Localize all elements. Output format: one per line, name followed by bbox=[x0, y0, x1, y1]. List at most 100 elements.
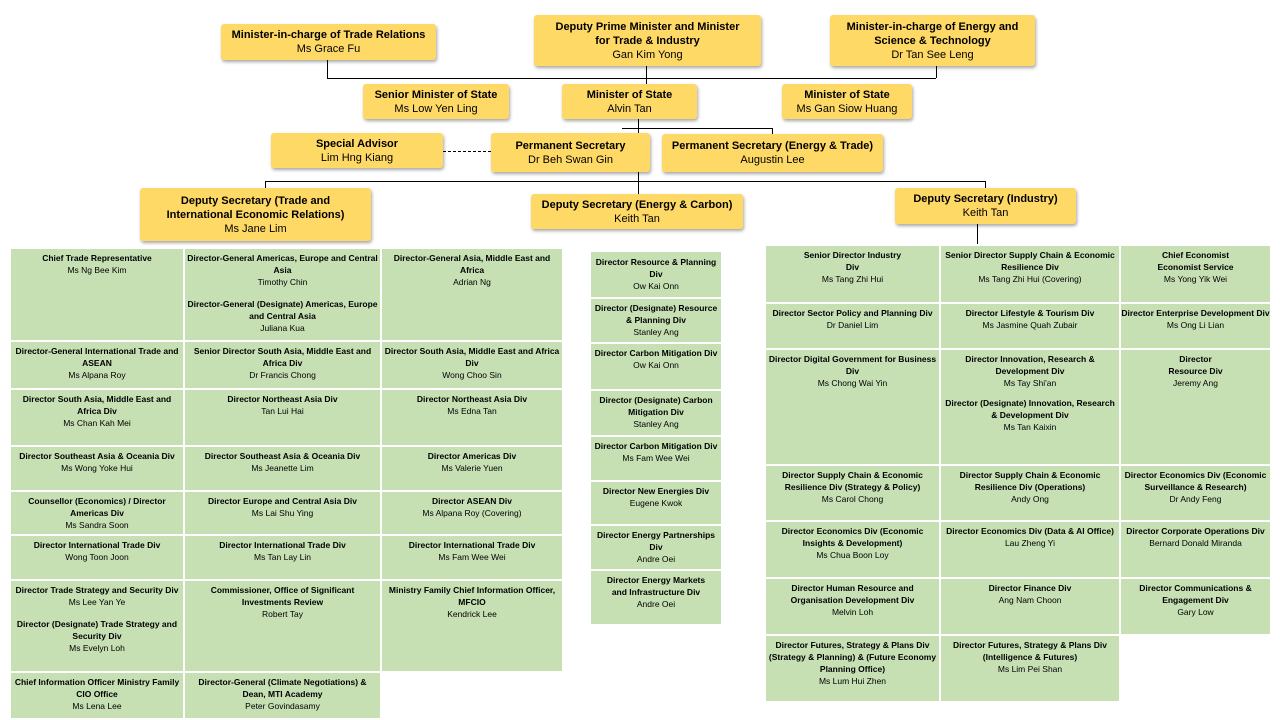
box-name: Dr Tan See Leng bbox=[891, 48, 974, 61]
box-title: Deputy Secretary (Industry) bbox=[913, 193, 1058, 205]
special-advisor-box: Special Advisor Lim Hng Kiang bbox=[271, 133, 443, 168]
org-unit-cell: Director-General International Trade and… bbox=[10, 341, 184, 389]
box-name: Keith Tan bbox=[614, 212, 660, 225]
cell-title: Director New Energies Div bbox=[602, 486, 710, 496]
cell-name: Ms Alpana Roy (Covering) bbox=[422, 508, 522, 518]
cell-title: Director Innovation, Research & Developm… bbox=[965, 354, 1095, 376]
cell-name: Andre Oei bbox=[636, 599, 676, 609]
box-title: Deputy Secretary (Trade and Internationa… bbox=[166, 194, 345, 221]
org-unit-cell: Director Innovation, Research & Developm… bbox=[940, 349, 1120, 465]
cell-name: Ms Tay Shi'an bbox=[1003, 378, 1057, 388]
cell-title: Director ASEAN Div bbox=[432, 496, 512, 506]
org-unit-cell: Director Energy Markets and Infrastructu… bbox=[590, 570, 722, 625]
cell-name: Dr Daniel Lim bbox=[826, 320, 879, 330]
box-title: Deputy Prime Minister and Minister for T… bbox=[555, 20, 740, 47]
cell-title: Ministry Family Chief Information Office… bbox=[388, 585, 556, 607]
cell-title: Director Lifestyle & Tourism Div bbox=[965, 308, 1095, 318]
cell-title: Director Economics Div (Economic Insight… bbox=[781, 526, 924, 548]
box-title: Minister of State bbox=[804, 88, 890, 101]
cell-name: Ms Ong Li Lian bbox=[1166, 320, 1225, 330]
box-name: Lim Hng Kiang bbox=[320, 151, 394, 164]
cell-title: Director Futures, Strategy & Plans Div (… bbox=[768, 640, 937, 674]
org-unit-cell: Director Supply Chain & Economic Resilie… bbox=[765, 465, 940, 521]
cell-title: Director Northeast Asia Div bbox=[227, 394, 338, 404]
box-name: Alvin Tan bbox=[607, 102, 652, 115]
org-unit-cell: Director Economics Div (Economic Surveil… bbox=[1120, 465, 1271, 521]
box-name: Ms Low Yen Ling bbox=[394, 102, 478, 115]
org-unit-cell: Director Southeast Asia & Oceania Div Ms… bbox=[10, 446, 184, 491]
cell-name: Ms Sandra Soon bbox=[65, 520, 129, 530]
cell-name: Stanley Ang bbox=[633, 327, 679, 337]
cell-title: Senior Director South Asia, Middle East … bbox=[193, 346, 372, 368]
cell-name: Ow Kai Onn bbox=[633, 281, 679, 291]
cell-name: Ms Wong Yoke Hui bbox=[61, 463, 133, 473]
cell-name: Gary Low bbox=[1177, 607, 1214, 617]
org-unit-cell: Director Economics Div (Data & AI Office… bbox=[940, 521, 1120, 578]
box-name: Gan Kim Yong bbox=[612, 48, 683, 61]
cell-name: Ms Alpana Roy bbox=[68, 370, 126, 380]
cell-title: Director Economics Div (Economic Surveil… bbox=[1124, 470, 1267, 492]
cell-title: Senior Director Supply Chain & Economic … bbox=[945, 250, 1115, 272]
cell-name: Ms Fam Wee Wei bbox=[438, 552, 506, 562]
connector-line bbox=[327, 78, 936, 79]
cell-title-2: Director-General (Designate) Americas, E… bbox=[187, 299, 378, 321]
org-unit-cell: Chief Economist Economist Service Ms Yon… bbox=[1120, 245, 1271, 303]
connector-line bbox=[265, 181, 266, 189]
box-name: Augustin Lee bbox=[740, 154, 805, 166]
org-unit-cell: Director Trade Strategy and Security Div… bbox=[10, 580, 184, 672]
cell-title-2: Director (Designate) Innovation, Researc… bbox=[945, 398, 1115, 420]
cell-title: Chief Information Officer Ministry Famil… bbox=[14, 677, 180, 699]
org-unit-cell: Director Supply Chain & Economic Resilie… bbox=[940, 465, 1120, 521]
box-title: Minister-in-charge of Energy and Science… bbox=[846, 20, 1019, 47]
cell-name: Ms Yong Yik Wei bbox=[1163, 274, 1228, 284]
cell-name: Ow Kai Onn bbox=[633, 360, 679, 370]
org-unit-cell: Director-General Asia, Middle East and A… bbox=[381, 248, 563, 341]
org-unit-cell: Chief Information Officer Ministry Famil… bbox=[10, 672, 184, 719]
deputy-prime-minister-box: Deputy Prime Minister and Minister for T… bbox=[534, 15, 761, 66]
energy-minister-box: Minister-in-charge of Energy and Science… bbox=[830, 15, 1035, 66]
cell-title: Director South Asia, Middle East and Afr… bbox=[22, 394, 172, 416]
org-unit-cell: Director International Trade Div Ms Fam … bbox=[381, 535, 563, 580]
org-unit-cell: Director-General (Climate Negotiations) … bbox=[184, 672, 381, 719]
cell-name: Ms Lai Shu Ying bbox=[251, 508, 314, 518]
cell-name: Stanley Ang bbox=[633, 419, 679, 429]
cell-name-2: Juliana Kua bbox=[260, 323, 305, 333]
cell-title: Chief Economist Economist Service bbox=[1157, 250, 1234, 272]
cell-name: Ms Tan Lay Lin bbox=[253, 552, 311, 562]
cell-title: Director-General Asia, Middle East and A… bbox=[393, 253, 551, 275]
cell-name: Ms Edna Tan bbox=[447, 406, 497, 416]
org-unit-cell: Director South Asia, Middle East and Afr… bbox=[381, 341, 563, 389]
minister-of-state-box: Minister of State Alvin Tan bbox=[562, 84, 697, 119]
connector-line bbox=[327, 60, 328, 78]
cell-title: Director Human Resource and Organisation… bbox=[790, 583, 915, 605]
cell-title: Director Northeast Asia Div bbox=[416, 394, 528, 404]
org-unit-cell: Senior Director Supply Chain & Economic … bbox=[940, 245, 1120, 303]
org-unit-cell: Director Southeast Asia & Oceania Div Ms… bbox=[184, 446, 381, 491]
connector-line bbox=[646, 65, 647, 85]
cell-title: Director Trade Strategy and Security Div bbox=[15, 585, 179, 595]
org-unit-cell: Director International Trade Div Ms Tan … bbox=[184, 535, 381, 580]
org-unit-cell: Director Futures, Strategy & Plans Div (… bbox=[765, 635, 940, 702]
cell-name: Ms Chong Wai Yin bbox=[817, 378, 888, 388]
box-title: Minister-in-charge of Trade Relations bbox=[231, 29, 426, 41]
cell-title: Director Resource Div bbox=[1168, 354, 1223, 376]
cell-name: Tan Lui Hai bbox=[261, 406, 304, 416]
permanent-secretary-box: Permanent Secretary Dr Beh Swan Gin bbox=[491, 133, 650, 172]
org-unit-cell: Director Communications & Engagement Div… bbox=[1120, 578, 1271, 635]
cell-title: Director Carbon Mitigation Div bbox=[594, 348, 718, 358]
cell-name: Ms Chua Boon Loy bbox=[816, 550, 889, 560]
cell-name: Ms Fam Wee Wei bbox=[622, 453, 690, 463]
cell-name: Ms Lena Lee bbox=[72, 701, 122, 711]
cell-name: Wong Choo Sin bbox=[442, 370, 502, 380]
org-unit-cell: Director Americas Div Ms Valerie Yuen bbox=[381, 446, 563, 491]
cell-title: Director Southeast Asia & Oceania Div bbox=[19, 451, 175, 461]
box-title: Special Advisor bbox=[315, 137, 399, 150]
cell-title: Director Finance Div bbox=[988, 583, 1072, 593]
cell-title: Director-General (Climate Negotiations) … bbox=[198, 677, 367, 699]
org-unit-cell: Director Finance Div Ang Nam Choon bbox=[940, 578, 1120, 635]
cell-title: Director Carbon Mitigation Div bbox=[594, 441, 718, 451]
cell-title: Director Southeast Asia & Oceania Div bbox=[204, 451, 361, 461]
org-unit-cell: Senior Director Industry Div Ms Tang Zhi… bbox=[765, 245, 940, 303]
org-unit-cell: Director Digital Government for Business… bbox=[765, 349, 940, 465]
cell-name: Timothy Chin bbox=[257, 277, 308, 287]
